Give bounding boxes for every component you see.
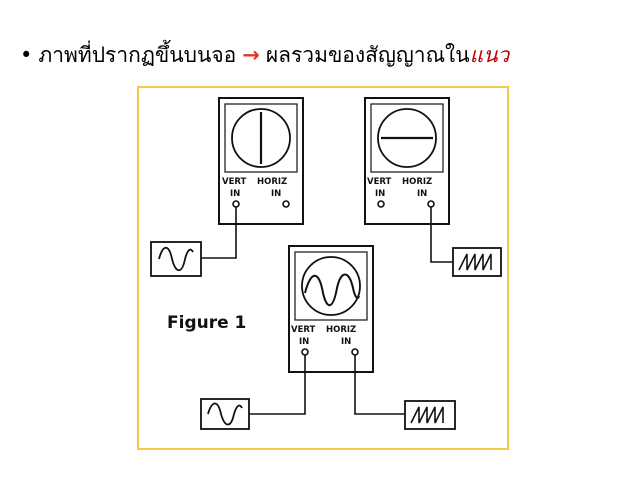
vert-in-jack: [232, 200, 240, 208]
figure-frame: VERT HORIZ IN IN: [137, 86, 509, 450]
bullet-text: ภาพที่ปรากฏขึ้นบนจอ: [38, 43, 237, 67]
vert-label: VERT: [291, 325, 316, 335]
sawtooth-generator-1: [452, 247, 502, 277]
sawtooth-wave-icon: [458, 253, 492, 271]
horiz-in-jack: [282, 200, 290, 208]
in-label: IN: [271, 189, 281, 199]
horiz-in-jack: [427, 200, 435, 208]
oscilloscope-3: VERT HORIZ IN IN: [288, 245, 374, 373]
sawtooth-wave-icon: [410, 406, 444, 424]
bullet-line: •ภาพที่ปรากฏขึ้นบนจอ→ผลรวมของสัญญาณในแนว: [20, 40, 509, 70]
vert-label: VERT: [367, 177, 392, 187]
figure-caption: Figure 1: [167, 313, 246, 333]
horiz-label: HORIZ: [257, 177, 287, 187]
wire: [201, 207, 237, 259]
wire: [430, 207, 453, 263]
scope-screen: [231, 108, 291, 168]
bullet-text-continued: ผลรวมของสัญญาณใน: [265, 43, 470, 67]
sine-generator-2: [200, 398, 250, 430]
vert-label: VERT: [222, 177, 247, 187]
arrow-icon: →: [242, 43, 260, 67]
in-label: IN: [299, 337, 309, 347]
sine-trace: [304, 273, 360, 307]
oscilloscope-1: VERT HORIZ IN IN: [218, 97, 304, 225]
wire: [249, 355, 306, 415]
figure-diagram: VERT HORIZ IN IN: [150, 97, 502, 430]
horiz-label: HORIZ: [402, 177, 432, 187]
bullet-dot: •: [20, 43, 33, 67]
vert-in-jack: [377, 200, 385, 208]
wire: [354, 355, 405, 415]
emphasis-text: แนว: [469, 43, 510, 67]
in-label: IN: [341, 337, 351, 347]
horiz-label: HORIZ: [326, 325, 356, 335]
horiz-in-jack: [351, 348, 359, 356]
sawtooth-generator-2: [404, 400, 456, 430]
oscilloscope-2: VERT HORIZ IN IN: [364, 97, 450, 225]
sine-wave-icon: [158, 246, 194, 272]
in-label: IN: [230, 189, 240, 199]
sine-wave-icon: [207, 402, 243, 426]
scope-screen: [301, 256, 361, 316]
sine-generator-1: [150, 241, 202, 277]
in-label: IN: [417, 189, 427, 199]
in-label: IN: [375, 189, 385, 199]
vert-in-jack: [301, 348, 309, 356]
scope-screen: [377, 108, 437, 168]
